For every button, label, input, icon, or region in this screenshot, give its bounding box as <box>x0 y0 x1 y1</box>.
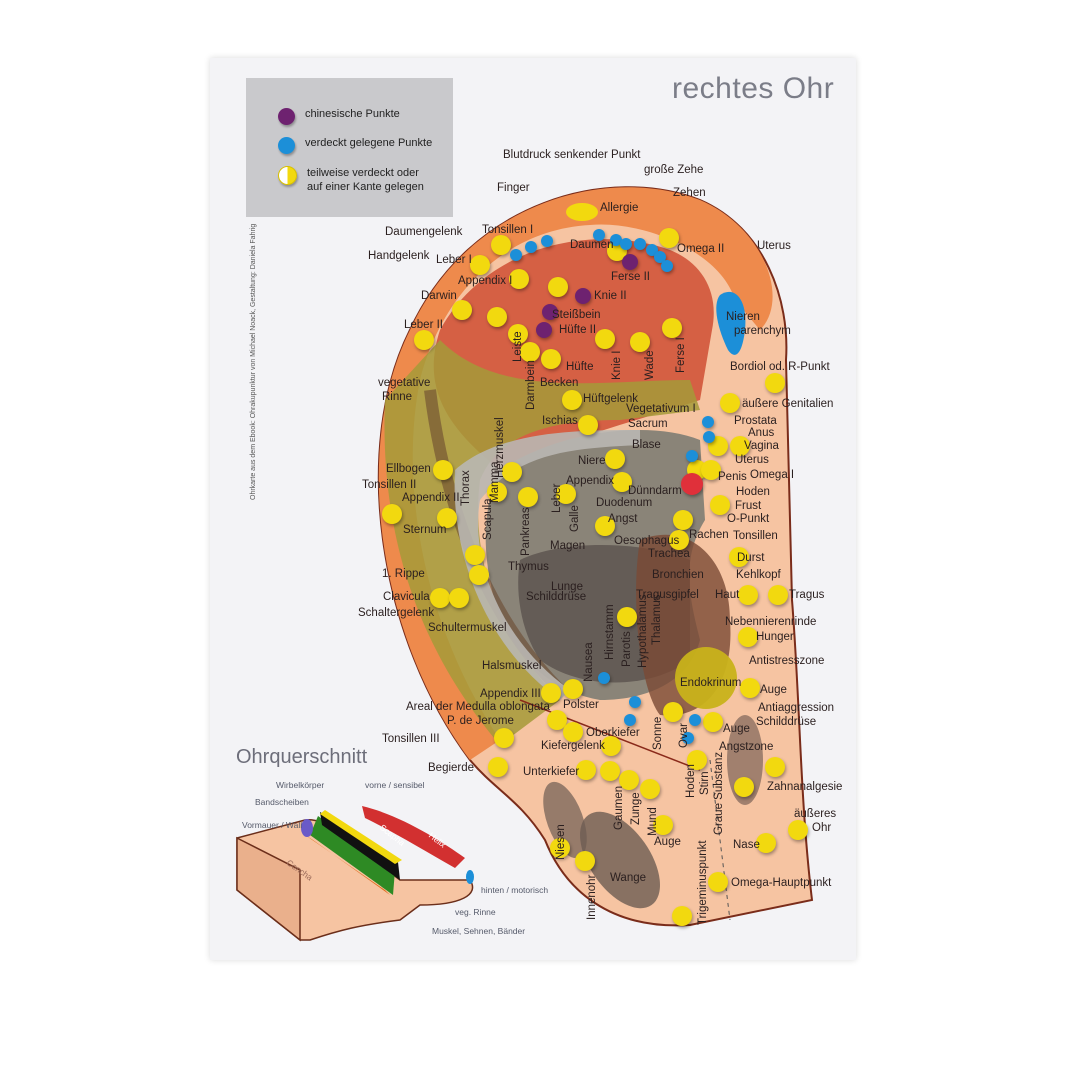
legend-label: verdeckt gelegene Punkte <box>305 137 433 149</box>
legend-label: teilweise verdeckt oder auf einer Kante … <box>307 167 424 194</box>
purple-dot-icon <box>278 108 295 125</box>
half-yellow-dot-icon <box>278 166 297 185</box>
antihelix-region <box>384 340 700 745</box>
legend-label: chinesische Punkte <box>305 108 400 120</box>
page-title: rechtes Ohr <box>672 72 835 105</box>
legend: chinesische Punkte verdeckt gelegene Pun… <box>246 78 453 217</box>
helix-region <box>378 187 773 760</box>
blue-dot-icon <box>278 137 295 154</box>
gray-spine-band <box>454 430 640 700</box>
dashed-line <box>709 759 731 921</box>
cross-section-title: Ohrquerschnitt <box>236 746 368 768</box>
nieren-parenchym-blob <box>716 291 746 355</box>
legend-item: verdeckt gelegene Punkte <box>278 137 432 154</box>
legend-item: teilweise verdeckt oder auf einer Kante … <box>278 166 427 195</box>
endokrinum-point <box>675 647 737 709</box>
credit-text: Ohrkarte aus dem Ebook: Ohrakupunktur vo… <box>250 223 257 500</box>
cross-section-illustration <box>236 806 474 942</box>
wange-region <box>580 811 660 909</box>
angstzone-region <box>727 715 763 805</box>
legend-item: chinesische Punkte <box>278 108 400 125</box>
allergie-blob <box>566 203 598 221</box>
